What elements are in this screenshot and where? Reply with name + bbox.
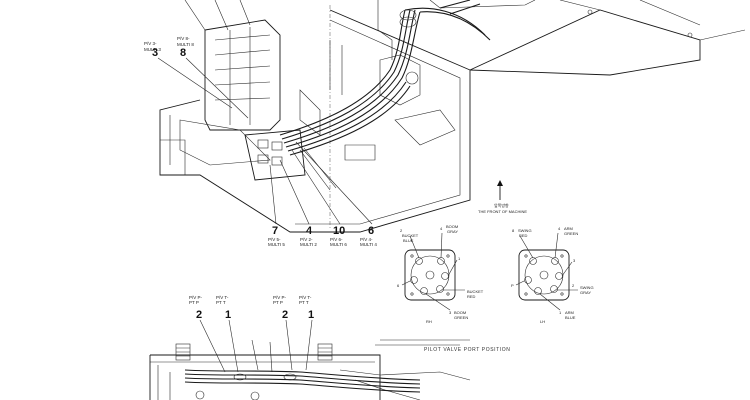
lower-callout-2-right: P/V P- PT P 2 (273, 295, 293, 371)
svg-text:P/V T-: P/V T- (299, 295, 312, 300)
svg-text:P/V 8-: P/V 8- (177, 36, 190, 41)
svg-text:GREEN: GREEN (454, 315, 468, 320)
svg-text:MULTI 3: MULTI 3 (144, 47, 161, 52)
svg-text:2: 2 (196, 309, 202, 321)
svg-text:7: 7 (272, 225, 278, 237)
svg-text:2: 2 (400, 228, 403, 233)
svg-text:1: 1 (458, 256, 461, 261)
svg-text:P/V 3-: P/V 3- (144, 41, 157, 46)
svg-text:P: P (511, 283, 514, 288)
svg-text:1: 1 (308, 309, 314, 321)
svg-text:BLUE: BLUE (403, 238, 414, 243)
svg-text:2: 2 (572, 283, 575, 288)
lower-callout-2-left: P/V P- PT P 2 (189, 295, 226, 373)
rh-pilot-valve-ports: 2 BUCKET BLUE 4 BOOM GRAY 1 6 BUCKET RED… (397, 224, 484, 324)
svg-text:GRAY: GRAY (447, 229, 458, 234)
svg-text:3: 3 (152, 47, 158, 59)
pilot-valve-block (179, 0, 306, 181)
svg-text:PT P: PT P (273, 300, 283, 305)
svg-text:BOOM: BOOM (454, 310, 466, 315)
machine-frame (159, 0, 746, 233)
svg-text:ARM: ARM (564, 226, 573, 231)
lower-hose-run (184, 369, 421, 400)
lower-machine-frame (149, 339, 471, 400)
svg-text:3: 3 (449, 310, 452, 315)
svg-text:MULTI 8: MULTI 8 (177, 42, 194, 47)
svg-text:P/V P-: P/V P- (273, 295, 287, 300)
svg-text:GRAY: GRAY (580, 290, 591, 295)
svg-text:SWING: SWING (580, 285, 594, 290)
svg-text:6: 6 (368, 225, 374, 237)
svg-text:PT T: PT T (216, 300, 226, 305)
svg-text:RH: RH (426, 319, 432, 324)
svg-text:PT T: PT T (299, 300, 309, 305)
svg-text:LH: LH (540, 319, 545, 324)
svg-text:P/V 5-: P/V 5- (268, 237, 281, 242)
svg-text:P/V 4-: P/V 4- (360, 237, 373, 242)
svg-text:P/V 6-: P/V 6- (330, 237, 343, 242)
callout-6: 6 P/V 4- MULTI 4 (295, 141, 377, 247)
svg-text:SWING: SWING (518, 228, 532, 233)
svg-text:6: 6 (397, 283, 400, 288)
svg-text:3: 3 (573, 258, 576, 263)
svg-text:P/V P-: P/V P- (189, 295, 203, 300)
svg-text:RED: RED (519, 233, 528, 238)
svg-text:P/V 2-: P/V 2- (300, 237, 313, 242)
svg-text:P/V T-: P/V T- (216, 295, 229, 300)
svg-text:BUCKET: BUCKET (402, 233, 419, 238)
svg-text:RED: RED (467, 294, 476, 299)
svg-text:1: 1 (225, 309, 231, 321)
svg-text:GREEN: GREEN (564, 231, 578, 236)
svg-text:1: 1 (559, 310, 562, 315)
svg-text:MULTI 5: MULTI 5 (268, 242, 285, 247)
svg-text:4: 4 (306, 225, 313, 237)
callout-8: P/V 8- MULTI 8 8 (177, 36, 249, 119)
svg-text:PT P: PT P (189, 300, 199, 305)
callout-7: 7 P/V 5- MULTI 5 (268, 164, 285, 247)
svg-text:MULTI 6: MULTI 6 (330, 242, 347, 247)
callout-10: 10 P/V 6- MULTI 6 (291, 149, 347, 247)
svg-text:8: 8 (512, 228, 515, 233)
svg-text:10: 10 (333, 225, 345, 237)
pilot-hose-bundle (279, 0, 491, 191)
callout-4: 4 P/V 2- MULTI 2 (279, 159, 317, 247)
svg-text:BOOM: BOOM (446, 224, 458, 229)
svg-text:앞쪽방향: 앞쪽방향 (494, 202, 509, 208)
svg-text:8: 8 (180, 47, 186, 59)
svg-text:4: 4 (558, 226, 561, 231)
callout-3: P/V 3- MULTI 3 3 (144, 41, 233, 109)
front-direction-arrow: 앞쪽방향 THE FRONT OF MACHINE (478, 180, 527, 214)
svg-text:ARM: ARM (565, 310, 574, 315)
svg-text:MULTI 4: MULTI 4 (360, 242, 377, 247)
svg-text:4: 4 (440, 226, 443, 231)
lower-callout-1-left: P/V T- PT T 1 (216, 295, 239, 373)
lh-pilot-valve-ports: 8 SWING RED 4 ARM GREEN 3 P 2 SWING GRAY… (511, 226, 594, 324)
svg-text:BLUE: BLUE (565, 315, 576, 320)
svg-text:THE FRONT OF MACHINE: THE FRONT OF MACHINE (478, 209, 527, 214)
svg-text:MULTI 2: MULTI 2 (300, 242, 317, 247)
pilot-valve-port-position-caption: PILOT VALVE PORT POSITION (424, 347, 511, 353)
svg-text:BUCKET: BUCKET (467, 289, 484, 294)
lower-callout-1-right: P/V T- PT T 1 (299, 295, 314, 371)
svg-text:2: 2 (282, 309, 288, 321)
